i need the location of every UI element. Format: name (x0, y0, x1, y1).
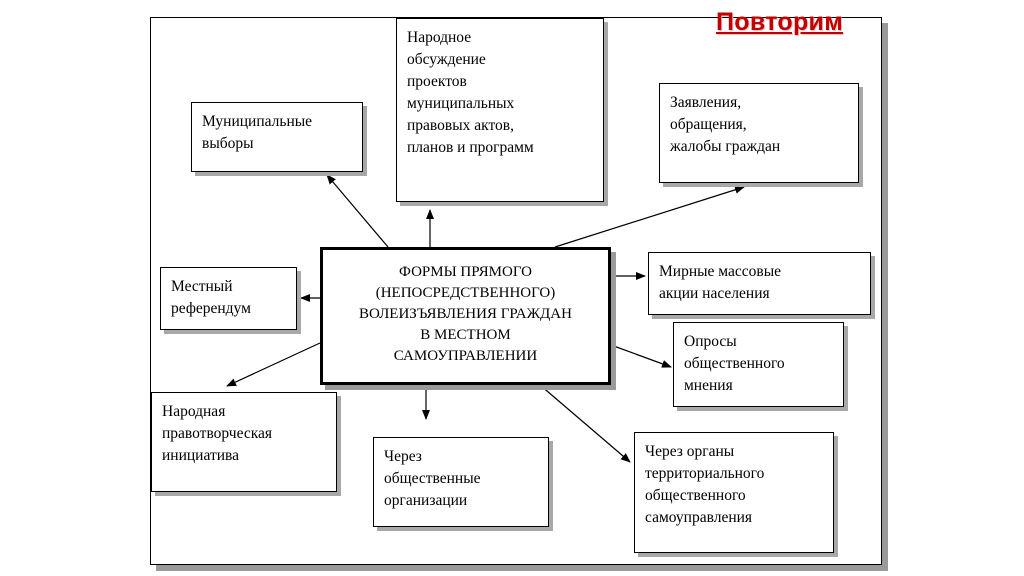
box-opinion-polls: Опросы общественного мнения (673, 322, 844, 407)
slide-title: Повторим (716, 8, 843, 36)
arrow-territorial (539, 384, 631, 463)
box-local-referendum: Местный референдум (160, 267, 297, 330)
arrow-polls (610, 344, 672, 368)
box-municipal-elections: Муниципальные выборы (191, 102, 363, 172)
arrow-elections (326, 174, 389, 248)
arrow-initiative (226, 342, 321, 387)
box-law-initiative: Народная правотворческая инициатива (151, 392, 337, 492)
box-public-discussion: Народное обсуждение проектов муниципальн… (396, 18, 604, 202)
box-public-organizations: Через общественные организации (373, 437, 549, 527)
box-mass-actions: Мирные массовые акции населения (648, 252, 871, 315)
box-appeals: Заявления, обращения, жалобы граждан (659, 83, 859, 183)
arrow-appeals (554, 185, 745, 248)
center-forms-box: ФОРМЫ ПРЯМОГО (НЕПОСРЕДСТВЕННОГО) ВОЛЕИЗ… (320, 247, 611, 385)
box-territorial-self-government: Через органы территориального общественн… (634, 432, 834, 553)
